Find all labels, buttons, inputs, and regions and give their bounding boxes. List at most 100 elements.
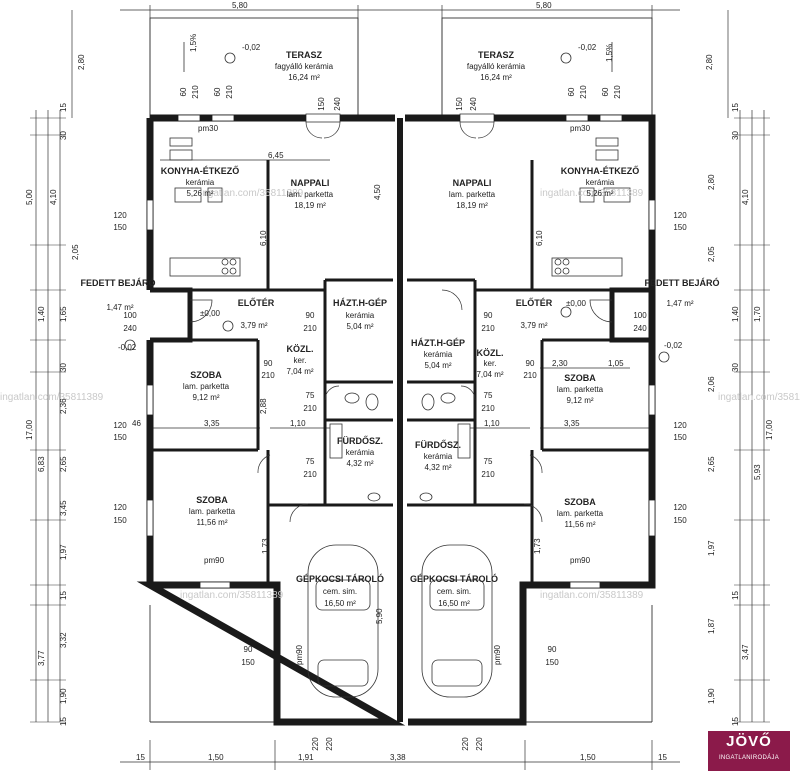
opening-height: 210 bbox=[613, 85, 622, 99]
room-area: 4,32 m² bbox=[346, 459, 373, 468]
doors bbox=[189, 113, 613, 523]
room-name: FEDETT BEJÁRÓ bbox=[80, 277, 155, 288]
opening-width: 120 bbox=[113, 211, 127, 220]
dim-label: 5,00 bbox=[25, 189, 34, 205]
dim-label: 1,90 bbox=[707, 688, 716, 704]
dim-label: 3,77 bbox=[37, 650, 46, 666]
opening-width: 120 bbox=[673, 503, 687, 512]
pm-label: pm30 bbox=[198, 124, 219, 133]
opening-width: 120 bbox=[113, 421, 127, 430]
opening-height: 210 bbox=[579, 85, 588, 99]
dim-label: 17,00 bbox=[25, 419, 34, 440]
room-material: ker. bbox=[294, 356, 307, 365]
opening-height: 150 bbox=[241, 658, 255, 667]
room-material: kerámia bbox=[586, 178, 615, 187]
opening-width: 120 bbox=[673, 421, 687, 430]
opening-height: 240 bbox=[123, 324, 137, 333]
opening-labels: 60 210 60 210 60 210 60 210 150 240 150 … bbox=[113, 85, 687, 751]
opening-height: 150 bbox=[113, 516, 127, 525]
dim-label: 2,80 bbox=[77, 54, 86, 70]
dim-label: 3,32 bbox=[59, 632, 68, 648]
dim-label: 1,73 bbox=[261, 538, 270, 554]
opening-height: 210 bbox=[481, 470, 495, 479]
opening-width: 150 bbox=[455, 97, 464, 111]
room-area: 16,24 m² bbox=[480, 73, 512, 82]
opening-width: 60 bbox=[179, 87, 188, 96]
slope-label: 1,5% bbox=[605, 44, 614, 62]
opening-height: 210 bbox=[481, 324, 495, 333]
dim-label: 2,06 bbox=[707, 376, 716, 392]
watermark: ingatlan.com/35811389 bbox=[718, 392, 800, 403]
dim-label: 6,83 bbox=[37, 456, 46, 472]
dim-label: 1,91 bbox=[298, 753, 314, 762]
opening-height: 150 bbox=[545, 658, 559, 667]
room-name: FÜRDŐSZ. bbox=[337, 435, 383, 446]
opening-width: 60 bbox=[601, 87, 610, 96]
level-label: -0,02 bbox=[118, 343, 137, 352]
pm-label: pm90 bbox=[295, 644, 304, 665]
opening-width: 90 bbox=[264, 359, 273, 368]
room-name: ELŐTÉR bbox=[238, 297, 275, 308]
dim-label: 1,73 bbox=[533, 538, 542, 554]
room-material: lam. parketta bbox=[183, 382, 230, 391]
dim-label: 1,65 bbox=[59, 306, 68, 322]
room-material: fagyálló kerámia bbox=[467, 62, 526, 71]
room-material: kerámia bbox=[424, 452, 453, 461]
opening-height: 240 bbox=[333, 97, 342, 111]
room-area: 3,79 m² bbox=[520, 321, 547, 330]
room-name: FÜRDŐSZ. bbox=[415, 439, 461, 450]
dim-label: 1,40 bbox=[37, 306, 46, 322]
watermarks: ingatlan.com/35811389 ingatlan.com/35811… bbox=[0, 188, 800, 601]
room-name: FEDETT BEJÁRÓ bbox=[644, 277, 719, 288]
dim-label: 2,05 bbox=[71, 244, 80, 260]
room-material: kerámia bbox=[424, 350, 453, 359]
opening-height: 240 bbox=[469, 97, 478, 111]
room-name: TERASZ bbox=[478, 50, 515, 60]
level-label: -0,02 bbox=[664, 341, 683, 350]
opening-width: 120 bbox=[673, 211, 687, 220]
furniture bbox=[124, 42, 670, 698]
dim-label: 6,10 bbox=[259, 230, 268, 246]
dim-label: 2,80 bbox=[707, 174, 716, 190]
dim-label: 30 bbox=[731, 131, 740, 140]
room-material: lam. parketta bbox=[557, 509, 604, 518]
opening-width: 120 bbox=[113, 503, 127, 512]
room-material: kerámia bbox=[186, 178, 215, 187]
opening-width: 220 bbox=[311, 737, 320, 751]
dim-label: 2,36 bbox=[59, 398, 68, 414]
dim-label: 1,97 bbox=[59, 544, 68, 560]
watermark: ingatlan.com/35811389 bbox=[200, 188, 304, 199]
room-area: 5,26 m² bbox=[186, 189, 213, 198]
room-area: 18,19 m² bbox=[294, 201, 326, 210]
room-material: lam. parketta bbox=[287, 190, 334, 199]
room-name: HÁZT.H-GÉP bbox=[333, 298, 387, 308]
watermark: ingatlan.com/35811389 bbox=[0, 392, 104, 403]
opening-height: 210 bbox=[225, 85, 234, 99]
room-area: 1,47 m² bbox=[106, 303, 133, 312]
dim-label: 1,10 bbox=[484, 419, 500, 428]
opening-width: 60 bbox=[213, 87, 222, 96]
slope-label: 1,5% bbox=[189, 34, 198, 52]
room-material: lam. parketta bbox=[189, 507, 236, 516]
opening-height: 210 bbox=[523, 371, 537, 380]
dim-label: 15 bbox=[731, 591, 740, 600]
opening-height: 210 bbox=[481, 404, 495, 413]
dim-label: 3,35 bbox=[204, 419, 220, 428]
level-label: -0,02 bbox=[578, 43, 597, 52]
room-area: 5,26 m² bbox=[586, 189, 613, 198]
dim-label: 5,93 bbox=[753, 464, 762, 480]
dim-label: 1,50 bbox=[208, 753, 224, 762]
room-name: GÉPKOCSI TÁROLÓ bbox=[410, 573, 498, 584]
dim-label: 15 bbox=[731, 717, 740, 726]
room-area: 11,56 m² bbox=[197, 518, 228, 527]
room-name: NAPPALI bbox=[453, 178, 492, 188]
opening-width: 90 bbox=[484, 311, 493, 320]
opening-height: 210 bbox=[303, 404, 317, 413]
level-label: ±0,00 bbox=[200, 309, 221, 318]
dim-label: 17,00 bbox=[765, 419, 774, 440]
dim-label: 4,50 bbox=[373, 184, 382, 200]
opening-width: 90 bbox=[548, 645, 557, 654]
logo-title: JÖVŐ bbox=[726, 733, 772, 750]
room-material: lam. parketta bbox=[557, 385, 604, 394]
